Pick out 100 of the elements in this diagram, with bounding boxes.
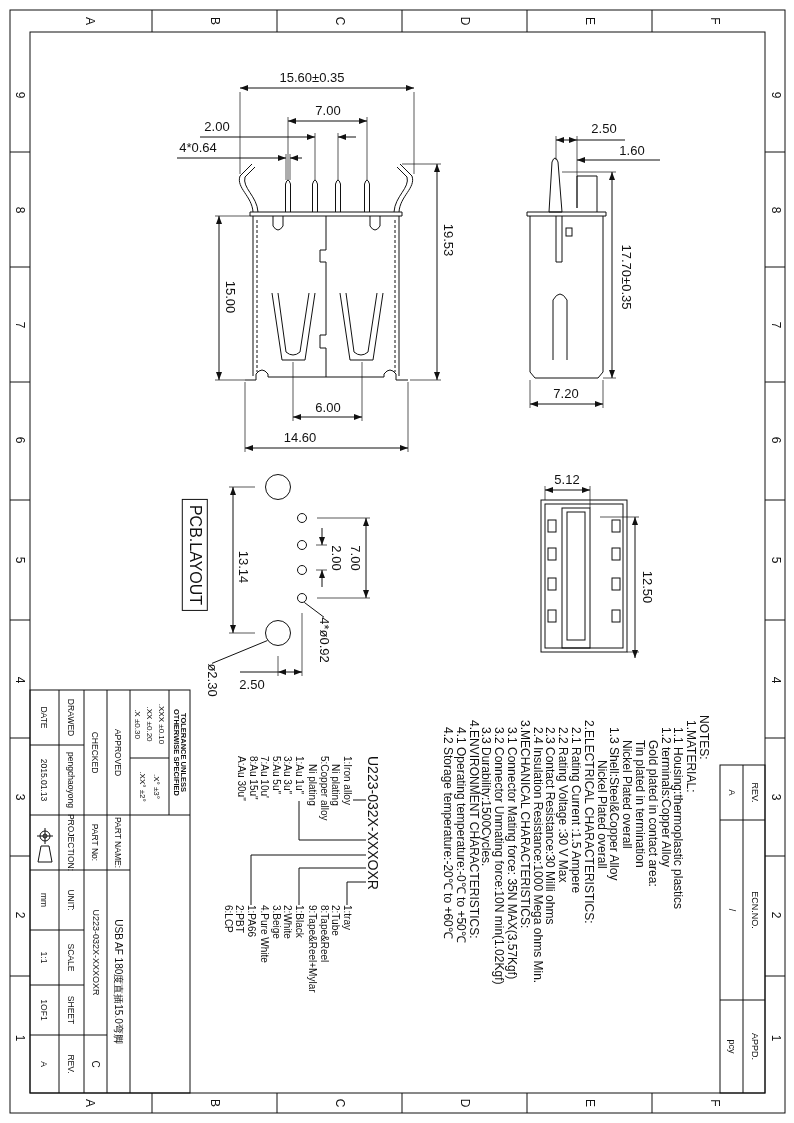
callout-text: 4*ø0.92	[317, 617, 331, 663]
zone-label: D	[459, 1098, 471, 1108]
table-text: REV.	[749, 782, 759, 803]
table-text: .X ±0.30	[133, 709, 141, 739]
zone-label: A	[84, 17, 96, 25]
zone-label: F	[709, 1099, 721, 1107]
dimension-text: 2.50	[591, 121, 617, 135]
note-text: 3.1 Connector Mating force: 35N MAX(3.57Kgf)	[506, 727, 518, 980]
table-text: UNIT:	[67, 889, 76, 911]
note-text: 3.3 Durability:1500Cycles.	[480, 727, 493, 867]
part-number-code: U223-032X-XXXOXR	[366, 756, 380, 890]
table-text: PART NAME:	[114, 817, 123, 868]
table-text: .X° ±3°	[152, 774, 160, 799]
note-text: Nickel Plated overall	[595, 760, 608, 869]
option-text: 1:Black	[293, 905, 305, 940]
note-text: 4.2 Storage temperature:-20℃ to +60℃	[442, 727, 454, 939]
dimension-text: 2.00	[329, 545, 343, 571]
zone-label: D	[459, 16, 471, 26]
dimension-text: 15.00	[223, 280, 237, 314]
table-text: C	[90, 1060, 101, 1068]
dimension-text: 4*0.64	[179, 140, 217, 154]
dimension-text: 17.70±0.35	[619, 244, 633, 310]
table-text: 1:1	[40, 951, 49, 964]
zone-label: 8	[14, 206, 26, 214]
table-text: pcy	[727, 1039, 736, 1054]
zone-label: B	[209, 17, 221, 25]
table-text: /	[727, 908, 736, 912]
leader-line	[303, 601, 325, 618]
option-text: 2:White	[282, 905, 294, 941]
note-text: 3.MECHANICAL CHARACTERISTICS:	[518, 720, 531, 929]
leader-line	[298, 800, 367, 841]
table-text: .XXX ±0.10	[157, 703, 165, 745]
zone-label: 4	[770, 676, 782, 684]
zone-label: B	[209, 1099, 221, 1107]
table-text: .XX ±0.20	[145, 706, 153, 742]
table-text: PROJECTION:	[67, 813, 76, 872]
note-text: Tin plated in termination	[634, 740, 646, 868]
note-text: 4.ENVIRONMENT CHARACTERISTICS:	[467, 720, 480, 939]
note-text: 2.3 Contact Resistance:30 Milli ohms	[544, 727, 557, 925]
note-text: 1.2 terminals:Copper Alloy	[659, 727, 672, 868]
zone-label: 5	[770, 556, 782, 564]
zone-label: 1	[14, 1034, 26, 1042]
option-text: 6:LCP	[222, 905, 234, 935]
zone-label: 8	[770, 206, 782, 214]
table-text: APPROVED	[114, 728, 123, 777]
option-text: 7:Au 10u'	[259, 756, 271, 800]
leader-line	[352, 799, 367, 801]
option-text: A:Au 30u"	[236, 756, 248, 801]
note-text: 2.2 Rating Voltage :30 V Max	[557, 727, 570, 883]
leader-line	[250, 854, 367, 906]
table-text: DRAWED	[67, 698, 76, 737]
zone-label: 6	[770, 436, 782, 444]
table-text: SCALE	[67, 943, 76, 972]
table-text: PART No:	[91, 823, 100, 862]
zone-label: 4	[14, 676, 26, 684]
dimension-text: 2.00	[204, 119, 230, 133]
option-text: 5:Au 5u"	[270, 756, 282, 797]
zone-label: 2	[770, 911, 782, 919]
option-text: 4.Pure White	[259, 905, 271, 963]
zone-label: 9	[14, 91, 26, 99]
table-text: 1OF1	[40, 999, 49, 1021]
note-text: 4.1 Operating temperature:-0℃ to +50℃	[454, 727, 467, 943]
option-text: 1:tray	[341, 905, 353, 932]
zone-label: 9	[770, 91, 782, 99]
dimension-text: 6.00	[315, 400, 341, 414]
zone-label: 3	[770, 793, 782, 801]
table-text: A	[727, 789, 736, 796]
table-text: ECN.NO.	[749, 891, 759, 929]
note-text: 2.ELECTRICAL CHARACTERISTICS:	[582, 720, 595, 924]
table-text: SHEET	[67, 995, 76, 1025]
option-text: 8:Tape&Reel	[318, 905, 330, 965]
zone-label: 1	[770, 1034, 782, 1042]
table-text: REV.	[67, 1054, 76, 1074]
leader-line	[211, 640, 268, 664]
note-text: 1.MATERIAL:	[685, 720, 698, 793]
dimension-text: 5.12	[554, 472, 580, 486]
note-text: 1.3 Shell:Steel&Copper Alloy	[608, 727, 621, 881]
option-text: 5:Copper alloy Ni plating	[307, 756, 330, 823]
zone-label: 3	[14, 793, 26, 801]
note-text: Nickel Plated overall	[621, 740, 634, 849]
table-text: CHECKED	[91, 731, 100, 774]
note-text: 2.4 Insulation Resistance:1000 Mega ohms Min.	[531, 727, 544, 984]
zone-label: A	[84, 1099, 96, 1107]
table-text: U223-032X-XXXOXR	[91, 909, 100, 996]
note-text: 1.1 Housing:thermoplastic plastics	[672, 727, 685, 910]
table-text: .XX° ±2°	[138, 771, 146, 802]
dimension-text: 19.53	[441, 223, 455, 257]
dimension-text: 2.50	[239, 677, 265, 691]
table-text: APPD.	[749, 1033, 759, 1060]
option-text: 9:Tape&Reel+Mylar	[307, 905, 319, 993]
zone-label: F	[709, 17, 721, 25]
dimension-text: 14.60	[283, 430, 317, 444]
dimension-text: 7.00	[348, 545, 362, 571]
dimension-text: 7.00	[315, 103, 341, 117]
table-text: A	[40, 1061, 49, 1067]
option-text: 3:Au 3u"	[282, 756, 294, 797]
zone-label: 6	[14, 436, 26, 444]
zone-label: E	[584, 17, 596, 25]
leader-line	[298, 867, 367, 906]
note-text: 2.1 Rating Current :1.5 Ampere	[570, 727, 582, 894]
